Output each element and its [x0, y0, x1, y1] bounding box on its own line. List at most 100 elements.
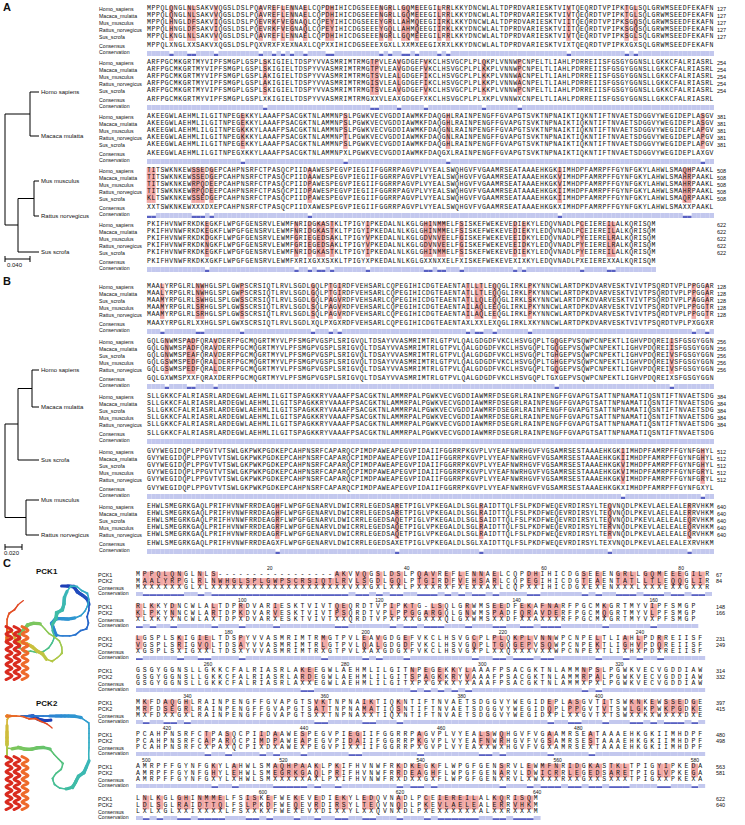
conservation-bar — [460, 270, 464, 272]
conservation-bar — [329, 494, 333, 499]
conservation-bar — [683, 439, 687, 444]
conservation-bar — [236, 213, 240, 218]
conservation-bar — [182, 494, 186, 499]
conservation-bar — [250, 267, 254, 272]
conservation-bar — [253, 549, 257, 554]
conservation-bar — [558, 159, 562, 164]
conservation-bar — [580, 213, 584, 218]
conservation-bar — [388, 105, 392, 110]
conservation-bar — [348, 105, 352, 110]
conservation-bar — [289, 329, 293, 334]
conservation-bar — [457, 384, 461, 389]
conservation-bar — [510, 439, 514, 444]
conservation-bar — [419, 51, 423, 56]
conservation-bar — [453, 439, 457, 444]
conservation-bar — [258, 549, 262, 554]
conservation-bar — [611, 105, 615, 110]
conservation-bar — [426, 329, 430, 334]
conservation-bar — [643, 159, 647, 164]
conservation-bar — [475, 384, 479, 389]
conservation-bar — [602, 213, 606, 218]
conservation-bar — [437, 54, 441, 56]
conservation-bar — [366, 213, 370, 218]
conservation-bar — [258, 384, 262, 389]
conservation-bar — [183, 267, 187, 272]
conservation-bar — [375, 159, 379, 164]
conservation-bar — [537, 494, 541, 499]
conservation-bar — [576, 159, 580, 164]
conservation-bar — [431, 384, 435, 389]
conservation-bar — [169, 105, 173, 110]
conservation-bar — [464, 213, 468, 218]
conservation-bar — [433, 159, 437, 164]
conservation-bar — [312, 213, 316, 218]
conservation-bar — [576, 267, 580, 272]
conservation-bar — [647, 159, 651, 164]
conservation-bar — [236, 439, 240, 444]
conservation-bar — [326, 159, 330, 164]
conservation-bar — [522, 213, 526, 218]
conservation-bar — [442, 270, 446, 272]
conservation-bar — [285, 213, 289, 218]
conservation-bar — [308, 216, 312, 218]
conservation-bar — [501, 494, 505, 499]
conservation-bar — [357, 213, 361, 218]
conservation-bar — [317, 270, 321, 272]
conservation-bar — [705, 439, 709, 444]
conservation-bar — [665, 439, 669, 444]
conservation-bar — [339, 213, 343, 218]
conservation-bar — [213, 439, 217, 444]
conservation-bar — [272, 267, 276, 272]
conservation-bar — [567, 105, 571, 110]
conservation-bar — [178, 549, 182, 554]
conservation-bar — [213, 329, 217, 334]
conservation-bar — [364, 494, 368, 499]
conservation-bar — [522, 51, 526, 56]
conservation-bar — [710, 105, 714, 110]
conservation-bar — [293, 494, 297, 499]
conservation-bar — [647, 51, 651, 56]
conservation-bar — [275, 384, 279, 389]
conservation-bar — [227, 384, 231, 389]
conservation-bar — [549, 267, 553, 272]
conservation-bar — [250, 159, 254, 164]
conservation-bar — [205, 51, 209, 56]
conservation-bar — [342, 384, 346, 389]
conservation-bar — [302, 384, 306, 389]
conservation-bar — [559, 384, 563, 389]
conservation-bar — [491, 51, 495, 56]
conservation-bar — [603, 439, 607, 444]
conservation-bar — [612, 494, 616, 499]
conservation-bar — [174, 51, 178, 56]
conservation-bar — [513, 159, 517, 164]
conservation-bar — [218, 439, 222, 444]
conservation-bar — [580, 105, 584, 110]
conservation-bar — [466, 494, 470, 499]
conservation-bar — [453, 329, 457, 334]
conservation-bar — [625, 494, 629, 499]
conservation-bar — [384, 267, 388, 272]
conservation-bar — [240, 332, 244, 334]
conservation-bar — [433, 105, 437, 110]
conservation-bar — [351, 549, 355, 554]
conservation-bar — [509, 105, 513, 110]
conservation-bar — [160, 267, 164, 272]
conservation-bar — [451, 213, 455, 218]
conservation-bar — [262, 549, 266, 554]
conservation-bar — [522, 105, 526, 110]
conservation-bar — [563, 384, 567, 389]
conservation-bar — [360, 329, 364, 334]
conservation-bar — [290, 105, 294, 110]
conservation-bar — [513, 51, 517, 56]
conservation-bar — [643, 494, 647, 499]
conservation-bar — [276, 105, 280, 110]
conservation-bar — [262, 494, 266, 499]
conservation-bar — [311, 332, 315, 334]
conservation-bar — [674, 105, 678, 110]
conservation-bar — [312, 159, 316, 164]
conservation-bar — [299, 267, 303, 272]
conservation-bar — [544, 267, 548, 272]
conservation-bar — [602, 105, 606, 110]
conservation-bar — [546, 384, 550, 389]
